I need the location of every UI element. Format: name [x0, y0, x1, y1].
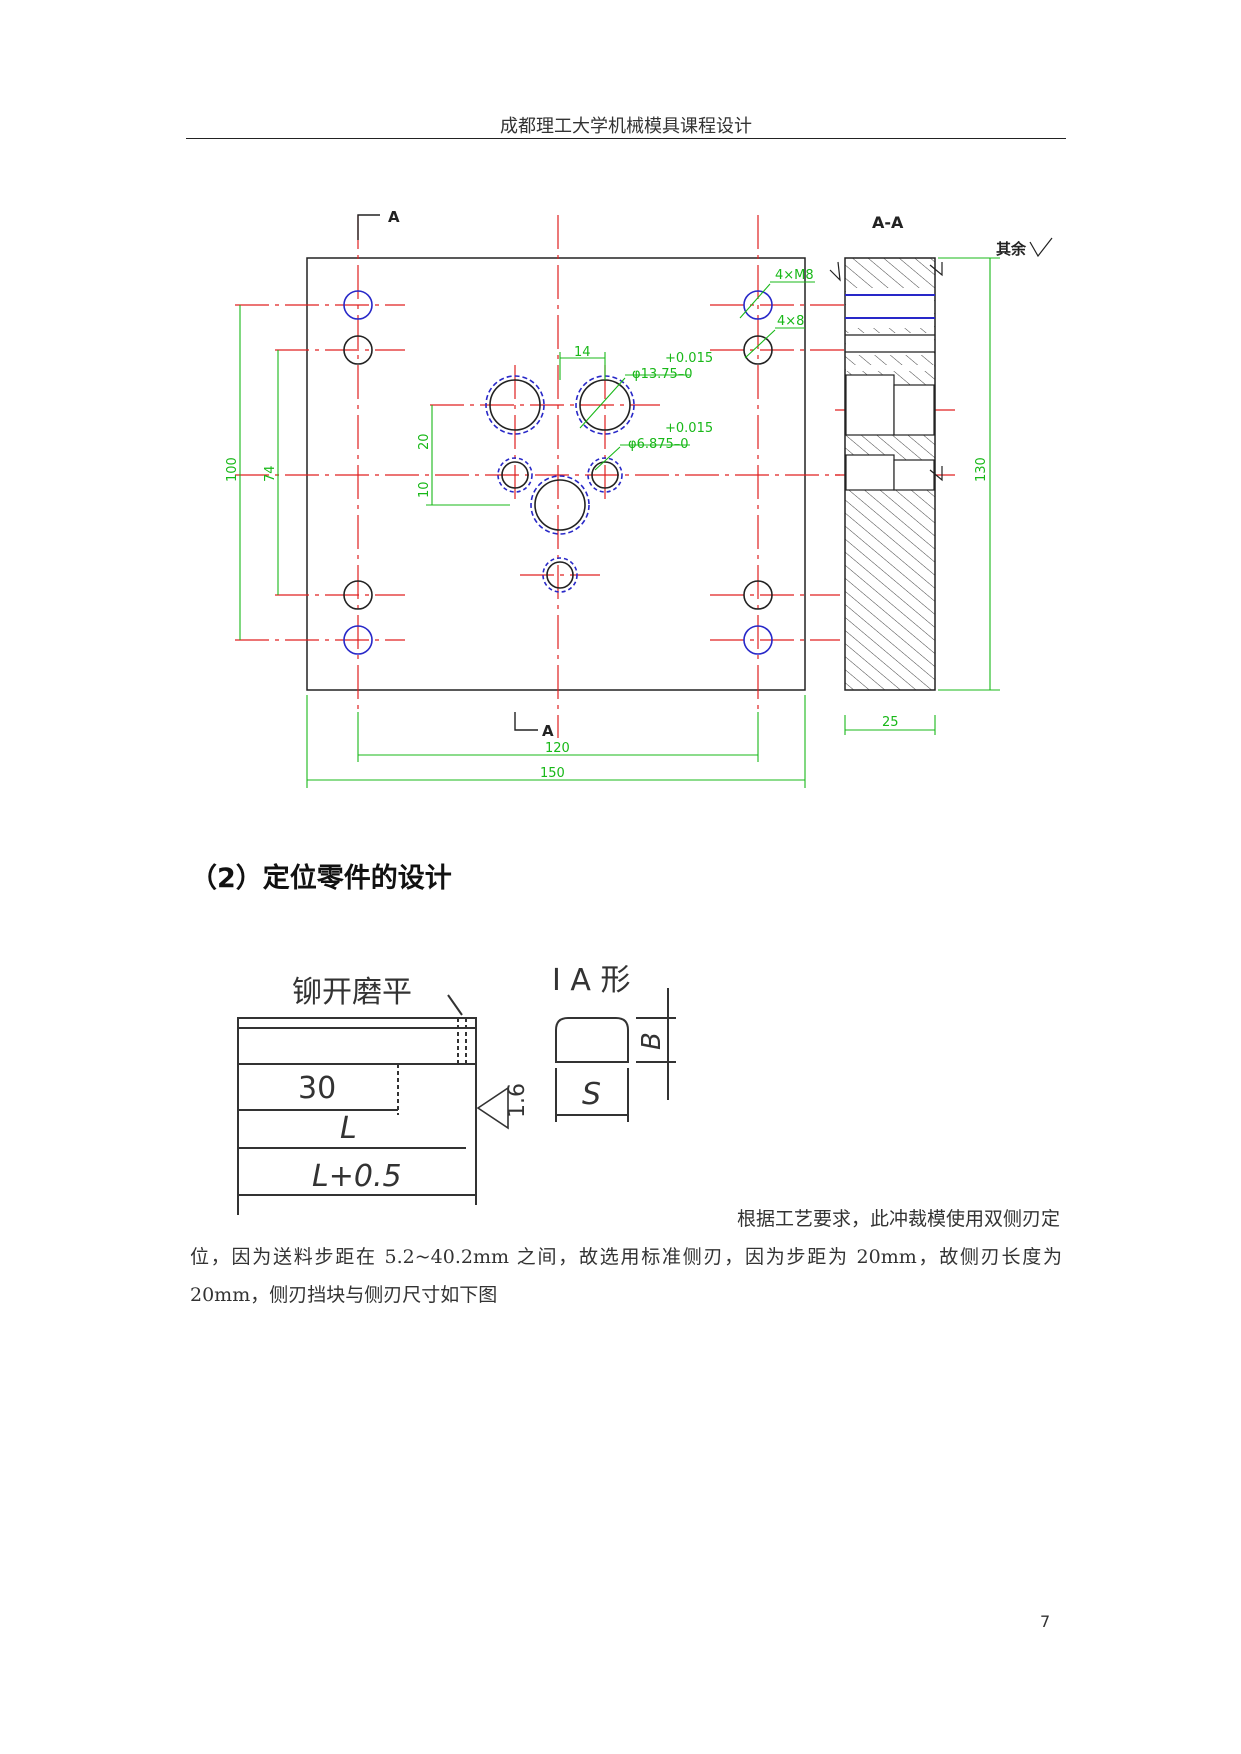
section-marks: [357, 214, 538, 731]
section-heading: （2）定位零件的设计: [190, 863, 452, 894]
bolt-hole-m8: [343, 625, 373, 655]
surface-finish-symbol: [829, 237, 1053, 482]
bolt-holes: [343, 290, 773, 655]
section-mark-a: A: [542, 722, 554, 740]
dim-150: 150: [540, 766, 565, 781]
plate-outline: [306, 257, 806, 691]
roughness-value: 1.6: [505, 1083, 530, 1118]
body-paragraph: 位，因为送料步距在 5.2~40.2mm 之间，故选用标准侧刃，因为步距为 20…: [190, 1246, 1062, 1306]
dim-l: L: [340, 1111, 357, 1146]
tolerance-note: +0.015: [665, 351, 713, 366]
page-number: 7: [1040, 1612, 1051, 1631]
pin-hole: [343, 580, 373, 610]
section-view: [844, 257, 936, 691]
pin-hole: [743, 335, 773, 365]
thread-note: 4×M8: [775, 268, 814, 283]
dim-30: 30: [298, 1071, 336, 1106]
punch-holes: [485, 375, 635, 593]
body-text-line: 根据工艺要求，此冲裁模使用双侧刃定: [736, 1208, 1060, 1230]
pin-hole: [743, 580, 773, 610]
tolerance-note: +0.015: [665, 421, 713, 436]
blade-profile: [555, 988, 676, 1122]
dim-25: 25: [882, 715, 899, 730]
dim-s: S: [582, 1077, 601, 1112]
rivet-note: 铆开磨平: [292, 975, 412, 1010]
pin-hole: [343, 335, 373, 365]
surface-finish-note: 其余: [996, 240, 1027, 258]
dim-b: B: [637, 1032, 667, 1050]
dim-14: 14: [574, 345, 591, 360]
dim-130: 130: [974, 457, 989, 482]
dimensions: [239, 257, 1000, 788]
bolt-hole-m8: [743, 290, 773, 320]
header-rule: [186, 138, 1066, 139]
profile-title: I A 形: [552, 963, 630, 998]
dim-120: 120: [545, 741, 570, 756]
section-title: A-A: [872, 213, 904, 232]
dim-l-plus: L+0.5: [312, 1159, 402, 1194]
diameter-note: φ6.875–0: [628, 437, 689, 452]
bolt-hole-m8: [343, 290, 373, 320]
roughness-symbol: [476, 1086, 509, 1130]
blade-bar: [237, 994, 477, 1215]
hole-note: 4×8: [777, 314, 804, 329]
diameter-note: φ13.75–0: [632, 367, 693, 382]
dim-100: 100: [225, 457, 240, 482]
dim-10: 10: [417, 481, 432, 498]
dim-74: 74: [263, 465, 278, 482]
bolt-hole-m8: [743, 625, 773, 655]
page-header: 成都理工大学机械模具课程设计: [500, 116, 752, 137]
section-mark-a: A: [388, 208, 400, 226]
dim-20: 20: [417, 433, 432, 450]
